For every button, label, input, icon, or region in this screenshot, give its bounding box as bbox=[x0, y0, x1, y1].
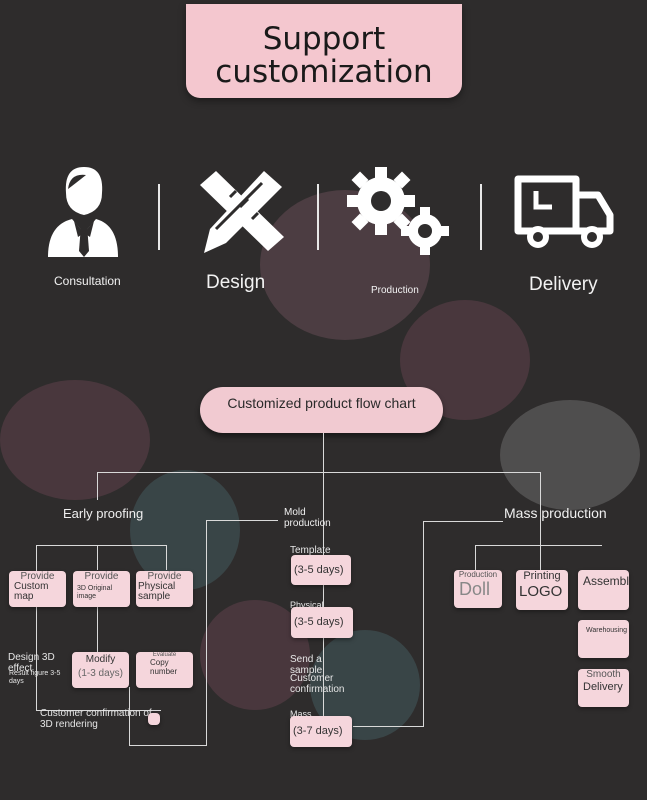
template-days-box: (3-5 days) bbox=[291, 555, 351, 585]
flow-chart-title: Customized product flow chart bbox=[200, 387, 443, 433]
connector-line bbox=[475, 545, 476, 570]
early-proofing-heading: Early proofing bbox=[63, 506, 144, 521]
result-figure-note: Result figure 3-5 days bbox=[9, 670, 61, 685]
title-line-1: Support bbox=[262, 21, 386, 57]
pencil-ruler-icon bbox=[196, 167, 288, 260]
connector-line bbox=[540, 472, 541, 570]
connector-line bbox=[97, 472, 98, 500]
connector-line bbox=[97, 607, 98, 652]
divider bbox=[480, 184, 482, 250]
customer-confirmation-mold-note: Customer confirmation bbox=[290, 673, 345, 695]
connector-line bbox=[423, 521, 503, 522]
background-photo bbox=[500, 400, 640, 510]
connector-line bbox=[323, 433, 324, 746]
provide-custom-map-box: Provide Custom map bbox=[9, 571, 66, 607]
gears-icon bbox=[345, 165, 455, 262]
modify-box: Modify (1-3 days) bbox=[72, 652, 129, 688]
physical-days-box: (3-5 days) bbox=[291, 607, 353, 638]
printing-logo-box: Printing LOGO bbox=[516, 570, 568, 610]
assembly-box: Assembly bbox=[578, 570, 629, 610]
connector-line bbox=[129, 745, 206, 746]
mass-production-heading: Mass production bbox=[504, 505, 607, 521]
design-3d-note: Design 3D effect bbox=[8, 652, 55, 674]
person-icon bbox=[46, 163, 120, 264]
title-line-2: customization bbox=[215, 54, 433, 90]
confirm-marker bbox=[148, 713, 160, 725]
divider bbox=[158, 184, 160, 250]
connector-line bbox=[36, 545, 37, 710]
connector-line bbox=[97, 545, 98, 570]
connector-line bbox=[353, 726, 423, 727]
production-doll-box: Production Doll bbox=[454, 570, 502, 608]
page-title: Support customization bbox=[186, 4, 462, 98]
connector-line bbox=[423, 521, 424, 727]
step-delivery-label: Delivery bbox=[529, 274, 598, 295]
connector-line bbox=[36, 710, 161, 711]
connector-line bbox=[475, 545, 602, 546]
background-photo bbox=[130, 470, 240, 590]
step-design-label: Design bbox=[206, 272, 266, 293]
connector-line bbox=[206, 520, 207, 746]
provide-3d-image-box: Provide 3D Original image bbox=[73, 571, 130, 607]
connector-line bbox=[36, 545, 166, 546]
connector-line bbox=[129, 687, 130, 745]
connector-line bbox=[206, 520, 278, 521]
copy-number-box: Evaluate Copy number bbox=[136, 652, 193, 688]
customer-confirmation-note: Customer confirmation of 3D rendering bbox=[40, 708, 152, 730]
divider bbox=[317, 184, 319, 250]
connector-line bbox=[97, 472, 541, 473]
template-note: Template bbox=[290, 545, 331, 556]
provide-physical-sample-box: Provide Physical sample bbox=[136, 571, 193, 607]
mass-note: Mass bbox=[290, 709, 312, 719]
warehousing-box: Warehousing bbox=[578, 620, 629, 658]
truck-icon bbox=[514, 175, 614, 256]
background-photo bbox=[0, 380, 150, 500]
step-consultation-label: Consultation bbox=[54, 274, 121, 288]
physical-note: Physical bbox=[290, 600, 324, 610]
mass-days-box: (3-7 days) bbox=[290, 716, 352, 747]
mold-production-heading: Mold production bbox=[284, 507, 331, 529]
smooth-delivery-box: Smooth Delivery bbox=[578, 669, 629, 707]
connector-line bbox=[166, 545, 167, 570]
step-production-label: Production bbox=[371, 285, 419, 296]
send-sample-note: Send a sample bbox=[290, 654, 323, 676]
